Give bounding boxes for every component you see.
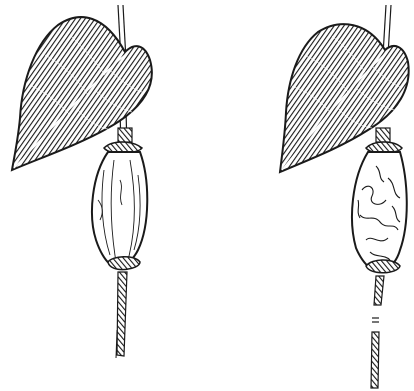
- left-bottom-collar: [108, 257, 140, 270]
- right-specimen: [280, 5, 409, 388]
- right-bottom-collar: [366, 260, 400, 273]
- left-pouch: [92, 152, 147, 268]
- left-lower-stem: [116, 272, 127, 358]
- right-lower-stem: [371, 276, 384, 388]
- left-petiole-joint: [118, 128, 132, 142]
- right-petiole-joint: [376, 128, 390, 142]
- left-specimen: [12, 5, 152, 358]
- right-pouch: [352, 152, 407, 272]
